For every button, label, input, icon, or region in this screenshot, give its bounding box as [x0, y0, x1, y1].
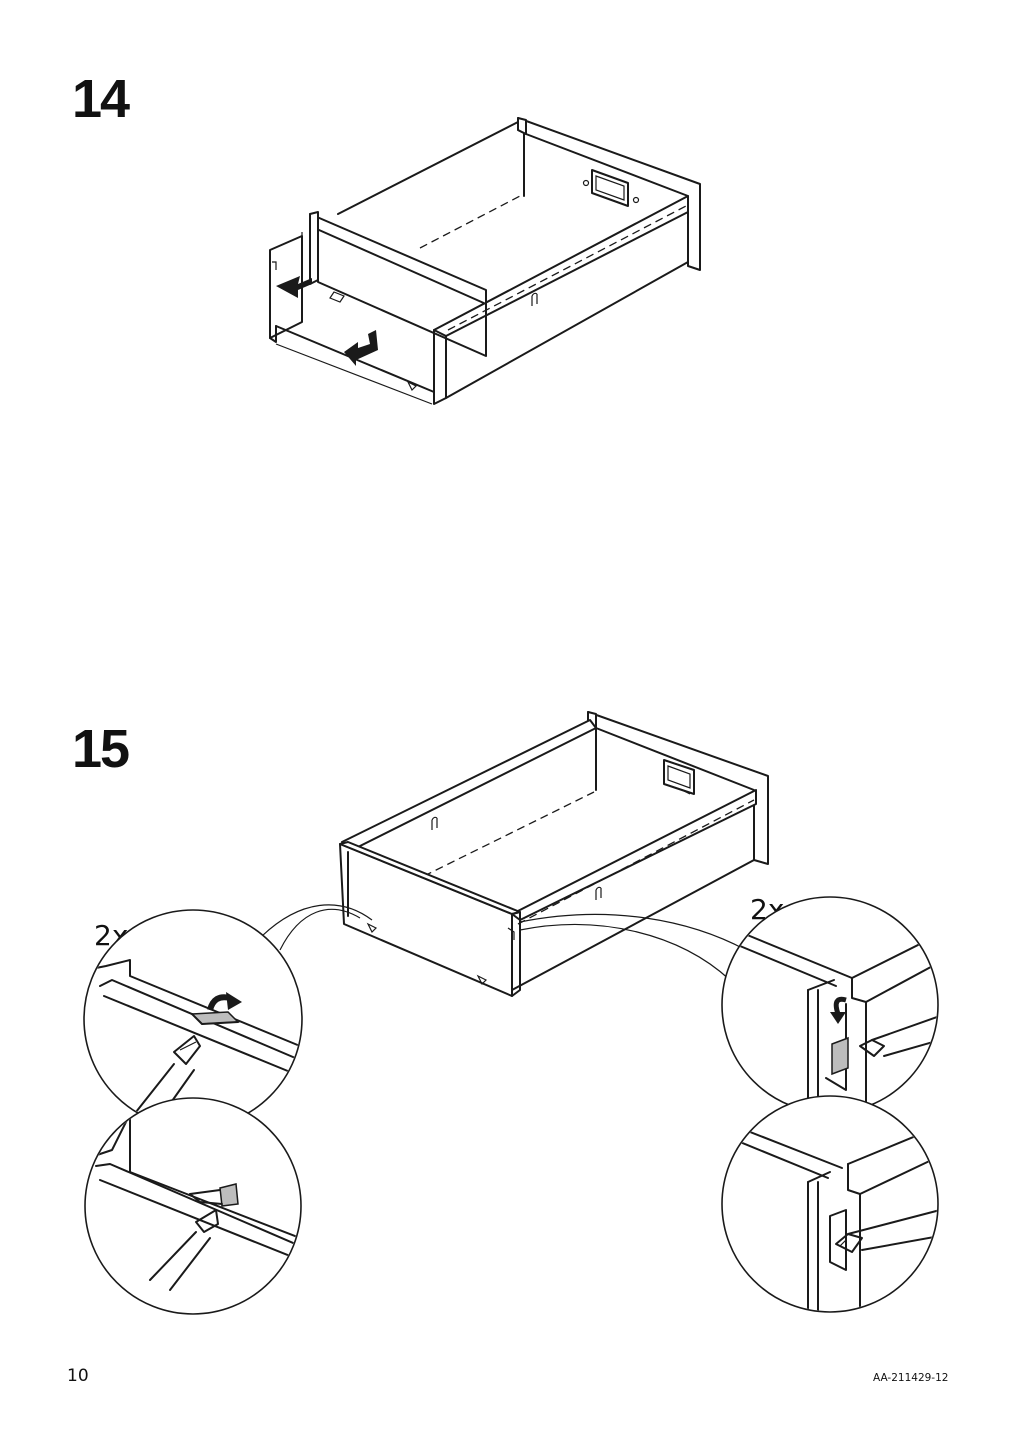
- callout-left-top-circle: [83, 909, 303, 1129]
- callout-connector-left: [279, 908, 361, 951]
- callout-connector-left-b: [261, 904, 373, 937]
- step-15-number: 15: [72, 719, 130, 779]
- callout-right-top-circle: [721, 896, 939, 1114]
- step-14-number: 14: [72, 69, 130, 129]
- callout-right-bottom-circle: [721, 1095, 939, 1313]
- callout-connector-right-b: [519, 913, 747, 951]
- step-15-drawer-icon: [339, 711, 769, 997]
- step-14-drawer-icon: [269, 117, 701, 405]
- document-code: AA-211429-12: [873, 1372, 949, 1384]
- page-number: 10: [67, 1366, 89, 1386]
- callout-left-bottom-circle: [84, 1097, 302, 1315]
- callout-connector-right: [519, 923, 731, 981]
